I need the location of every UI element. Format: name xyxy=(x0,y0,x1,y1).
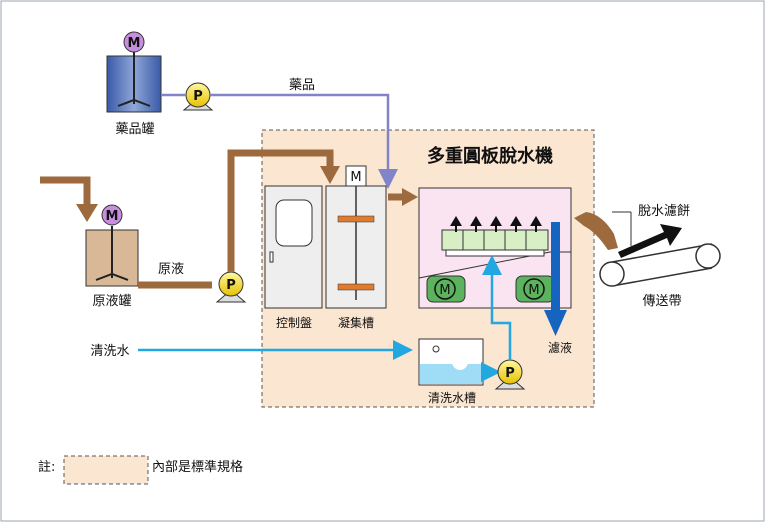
filtrate-pipe xyxy=(551,222,560,312)
control-panel xyxy=(264,185,323,309)
conveyor-direction-arrow xyxy=(618,224,682,258)
pump-glyph: P xyxy=(505,366,515,381)
floc-tank-label: 凝集槽 xyxy=(338,315,374,330)
filtrate-label: 濾液 xyxy=(548,340,572,355)
green-motor-left: M xyxy=(426,275,466,303)
raw-riser-pipe xyxy=(227,149,334,272)
motor-icon xyxy=(434,278,456,300)
motor-glyph: M xyxy=(106,209,119,224)
chemical-tank: M xyxy=(106,31,162,113)
conveyor-belt xyxy=(599,243,721,287)
machine-title: 多重圓板脫水機 xyxy=(427,145,553,167)
wash-water-tank xyxy=(418,338,484,386)
raw-liquid-tank: M xyxy=(85,204,139,287)
cake-chute xyxy=(574,212,618,250)
raw-riser-arrowhead xyxy=(320,166,340,184)
motor-glyph: M xyxy=(439,283,450,298)
conveyor-label: 傳送帶 xyxy=(642,294,681,309)
motor-glyph: M xyxy=(528,283,539,298)
control-panel-label: 控制盤 xyxy=(276,316,312,330)
cake-label: 脫水濾餅 xyxy=(638,204,690,219)
floc-to-machine-arrowhead xyxy=(402,188,418,206)
motor-icon xyxy=(101,204,123,226)
wash-pump: P xyxy=(494,359,526,390)
motor-glyph: M xyxy=(350,170,361,185)
green-motor-right: M xyxy=(515,275,555,303)
raw-inflow-arrowhead xyxy=(76,204,98,222)
multi-disc-dewatering-machine: M M xyxy=(418,187,572,309)
raw-tank-label: 原液罐 xyxy=(92,294,131,309)
chemical-line xyxy=(210,93,398,189)
wash-tank-label: 清洗水槽 xyxy=(428,391,476,405)
wash-spray-line xyxy=(482,255,512,360)
raw-line-label: 原液 xyxy=(158,262,184,277)
pump-glyph: P xyxy=(193,89,203,104)
motor-icon xyxy=(523,278,545,300)
note-prefix: 註: xyxy=(38,460,55,475)
wash-water-label: 清洗水 xyxy=(90,344,129,359)
pump-glyph: P xyxy=(226,278,236,293)
motor-glyph: M xyxy=(128,36,141,51)
note-text: 內部是標準規格 xyxy=(152,459,243,475)
raw-inflow-pipe xyxy=(40,176,91,210)
flocculation-tank: M xyxy=(325,165,387,309)
note-swatch xyxy=(63,455,149,485)
chemical-tank-label: 藥品罐 xyxy=(115,122,154,137)
motor-icon xyxy=(123,31,145,53)
filtrate-arrowhead xyxy=(544,310,567,336)
chemical-line-label: 藥品 xyxy=(289,78,315,93)
